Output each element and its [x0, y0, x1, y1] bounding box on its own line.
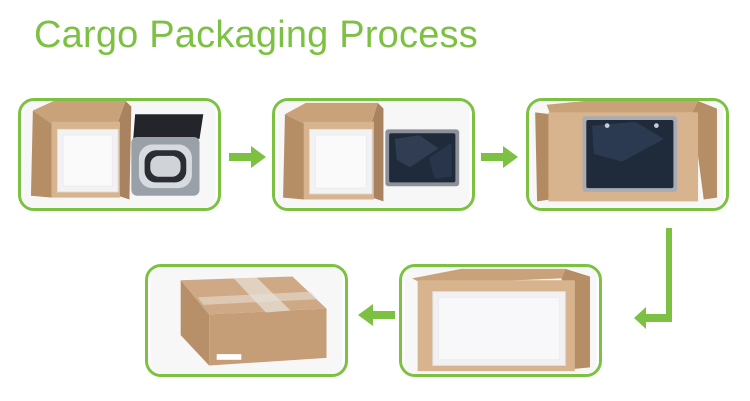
step-1-image [18, 98, 221, 211]
arrow-right-icon [229, 146, 266, 168]
arrow-left-icon [358, 304, 395, 326]
foam-sheet-in-carton-picture [404, 267, 597, 374]
sealed-carton-picture [150, 267, 343, 374]
step-4-image [399, 264, 602, 377]
arrow-down-left-icon [634, 228, 672, 329]
panel-in-carton-picture [531, 101, 724, 208]
step-2-image [272, 98, 475, 211]
open-carton-foam-frame-picture [23, 101, 216, 208]
diagram-title: Cargo Packaging Process [34, 14, 478, 56]
step-3-image [526, 98, 729, 211]
step-5-image [145, 264, 348, 377]
open-carton-wrapped-panel-picture [277, 101, 470, 208]
arrow-right-icon [481, 146, 518, 168]
